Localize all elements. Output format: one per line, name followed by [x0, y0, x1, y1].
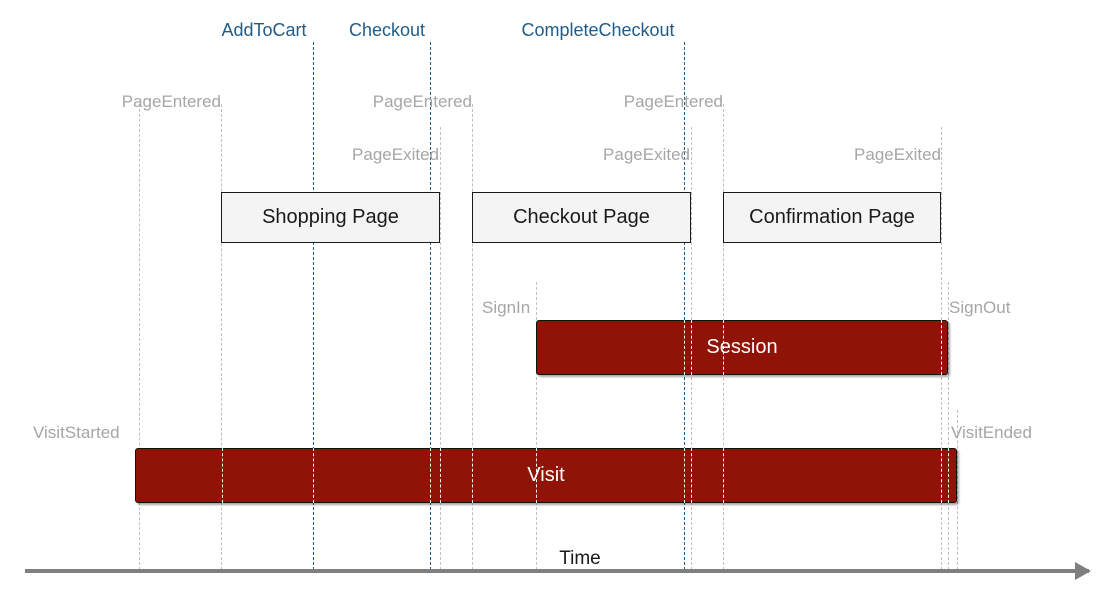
shopping-page-box-label: Shopping Page — [262, 206, 399, 228]
page-exited-confirmation-label: PageExited — [854, 145, 941, 164]
add-to-cart-label: AddToCart — [221, 20, 307, 40]
page-exited-checkout-label: PageExited — [603, 145, 690, 164]
page-exited-shopping-label: PageExited — [352, 145, 439, 164]
shopping-page-box: Shopping Page — [221, 192, 440, 243]
time-axis-arrow-icon — [1075, 562, 1091, 580]
page-entered-checkout-label: PageEntered — [372, 92, 472, 111]
confirmation-page-box-label: Confirmation Page — [749, 206, 915, 228]
checkout-label: Checkout — [348, 20, 426, 40]
visit-started-label: VisitStarted — [33, 423, 120, 442]
session-bar: Session — [536, 320, 948, 375]
sign-out-label: SignOut — [949, 298, 1011, 317]
time-axis-line — [25, 569, 1089, 573]
visit-ended-label: VisitEnded — [951, 423, 1032, 442]
confirmation-page-box: Confirmation Page — [723, 192, 941, 243]
page-entered-confirmation-label: PageEntered — [623, 92, 723, 111]
guide-sign-out — [948, 282, 949, 570]
page-entered-shopping-label: PageEntered — [121, 92, 221, 111]
checkout-page-box-label: Checkout Page — [513, 206, 650, 228]
time-axis-caption: Time — [559, 548, 601, 569]
guide-shopping-exited — [440, 127, 441, 570]
checkout-page-box: Checkout Page — [472, 192, 691, 243]
session-bar-label: Session — [706, 336, 778, 358]
visit-bar-label: Visit — [527, 464, 565, 486]
sign-in-label: SignIn — [482, 298, 531, 317]
visit-bar: Visit — [135, 448, 957, 503]
complete-checkout-label: CompleteCheckout — [521, 20, 675, 40]
